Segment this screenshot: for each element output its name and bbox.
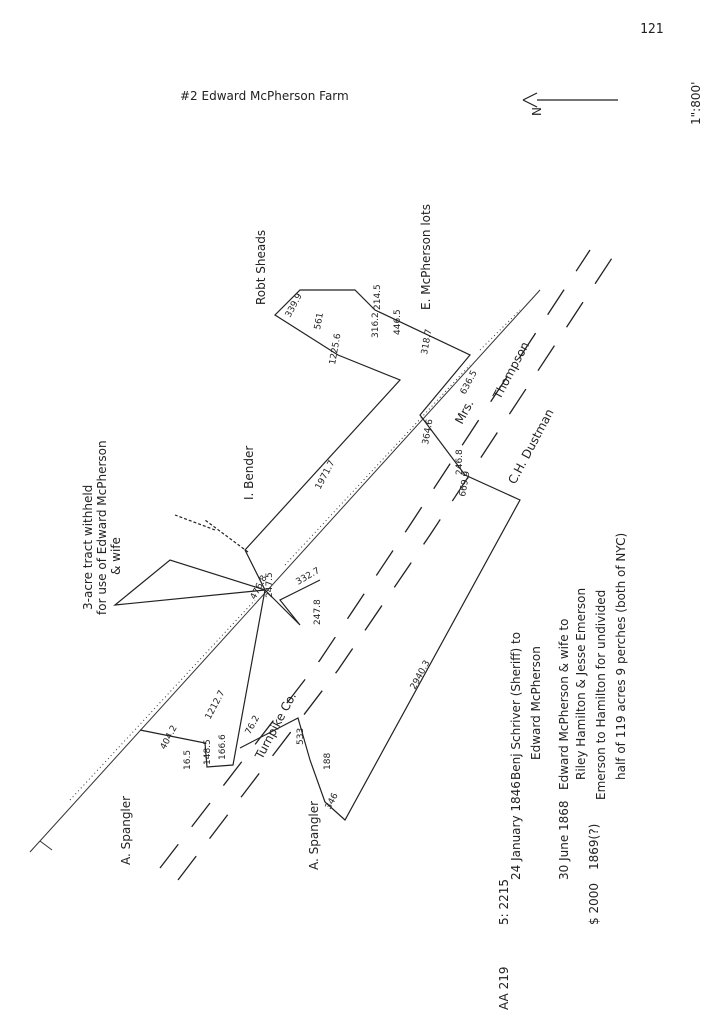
page-title: #2 Edward McPherson Farm <box>180 89 349 103</box>
note-line-2: for use of Edward McPherson <box>95 440 109 615</box>
farm-boundary <box>113 289 521 821</box>
scale-label: 1":800' <box>689 82 703 125</box>
note-line-1: 3-acre tract withheld <box>81 485 95 610</box>
length-label: 533 <box>296 728 306 745</box>
length-label: 188 <box>323 753 333 770</box>
length-label: 364.6 <box>421 418 435 445</box>
page-number: 121 <box>640 22 663 37</box>
neighbor-mrs: Mrs. <box>452 397 476 426</box>
neighbor-spangler-top: A. Spangler <box>119 796 133 865</box>
measurements: 1212.7 404.2 16.5 148.5 166.6 76.2 533 1… <box>159 284 480 811</box>
deed-line-2: Edward McPherson <box>529 646 543 760</box>
length-label: 346 <box>324 791 341 811</box>
note-withheld: 3-acre tract withheld for use of Edward … <box>81 440 123 615</box>
deed-date: 30 June 1868 <box>557 800 571 880</box>
length-label: 561 <box>313 312 326 331</box>
neighbor-thompson: Thompson <box>490 339 532 402</box>
length-label: 214.5 <box>373 284 383 310</box>
length-label: 318.7 <box>420 328 434 355</box>
neighbor-mcpherson-lots: E. McPherson lots <box>419 204 433 310</box>
length-label: 246.8 <box>455 449 465 475</box>
deed-date: 1869(?) <box>587 824 601 870</box>
deed-line-2: Riley Hamilton & Jesse Emerson <box>574 588 588 780</box>
length-label: 76.2 <box>244 714 262 736</box>
note-line-3: & wife <box>109 537 123 575</box>
length-label: 2940.3 <box>409 659 433 692</box>
neighbor-spangler-bottom: A. Spangler <box>307 801 321 870</box>
length-label: 166.6 <box>218 734 228 760</box>
length-label: 332.7 <box>295 566 322 588</box>
length-label: 1971.7 <box>314 459 338 492</box>
length-label: 247.5 <box>265 572 275 598</box>
deed-amount: 5: 2215 <box>497 879 511 925</box>
deed-line-1: Emerson to Hamilton for undivided <box>594 590 608 800</box>
deed-date: 24 January 1846 <box>509 781 523 880</box>
length-label: 247.8 <box>313 599 323 625</box>
neighbor-dustman: C.H. Dustman <box>505 406 556 486</box>
deed-line-1: Edward McPherson & wife to <box>557 619 571 790</box>
neighbor-sheads: Robt Sheads <box>254 230 268 305</box>
deed-amount: $ 2000 <box>587 883 601 925</box>
north-label: N <box>530 107 544 116</box>
railroad-line <box>29 289 541 853</box>
length-label: 16.5 <box>183 750 193 770</box>
length-label: 669.9 <box>458 470 472 497</box>
deed-line-1: Benj Schriver (Sheriff) to <box>509 632 523 780</box>
deed-notes: AA 219 5: 2215 24 January 1846 Benj Schr… <box>497 533 628 1010</box>
road-dashed <box>159 249 613 881</box>
length-label: 1212.7 <box>204 689 228 722</box>
length-label: 339.9 <box>284 292 305 320</box>
deed-margin: AA 219 <box>497 967 511 1010</box>
length-label: 148.5 <box>203 739 213 765</box>
deed-line-2: half of 119 acres 9 perches (both of NYC… <box>614 533 628 780</box>
length-label: 446.5 <box>393 309 403 335</box>
north-arrow-icon: N <box>522 92 618 116</box>
neighbor-bender: I. Bender <box>242 446 256 500</box>
length-label: 1225.6 <box>328 333 343 366</box>
length-label: 316.2 <box>371 312 381 338</box>
length-label: 636.5 <box>459 369 480 396</box>
